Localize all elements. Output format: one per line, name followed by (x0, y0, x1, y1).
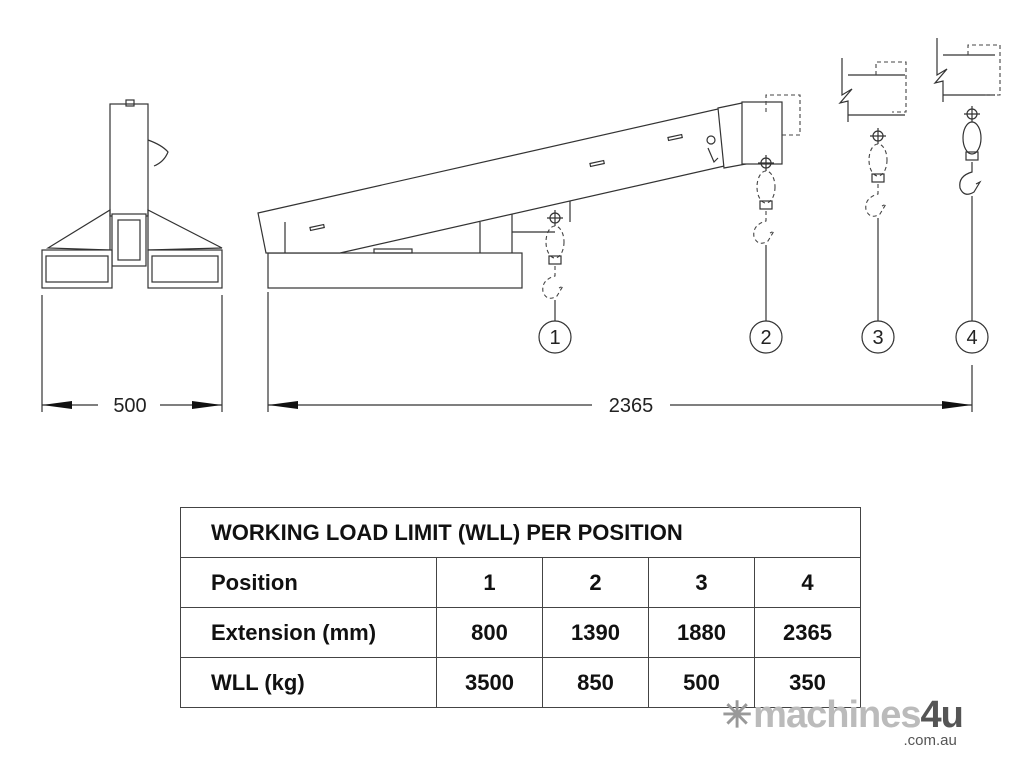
boom-break-pos4 (933, 38, 1001, 102)
front-view (41, 99, 223, 289)
position-label: 2 (760, 327, 771, 349)
watermark-brand-num: 4u (920, 694, 963, 736)
watermark-logo: ✳machines4u .com.au (722, 694, 964, 749)
cell: 1880 (648, 607, 755, 658)
snowflake-icon: ✳ (722, 694, 752, 735)
hook-icon (753, 155, 776, 244)
hooks (542, 106, 982, 299)
watermark-domain: .com.au (903, 732, 957, 749)
cell: 350 (754, 657, 861, 708)
position-circle (861, 320, 895, 354)
table-title: WORKING LOAD LIMIT (WLL) PER POSITION (180, 507, 861, 558)
cell: 500 (648, 657, 755, 708)
hook-icon (959, 106, 982, 195)
table-row: WLL (kg) 3500 850 500 350 (180, 657, 861, 708)
boom-break-pos3 (838, 58, 907, 122)
dim-width-label: 500 (113, 395, 146, 417)
cell: 3 (648, 557, 755, 608)
position-label: 1 (549, 327, 560, 349)
row-label: Position (180, 557, 437, 608)
position-circle (955, 320, 989, 354)
row-label: Extension (mm) (180, 607, 437, 658)
side-view (257, 94, 801, 289)
hook-icon (542, 210, 565, 299)
wll-table: WORKING LOAD LIMIT (WLL) PER POSITION Po… (180, 507, 861, 708)
cell: 3500 (436, 657, 543, 708)
position-markers: 1 2 3 4 (538, 196, 989, 354)
dim-length-label: 2365 (609, 395, 654, 417)
hook-icon (865, 128, 888, 217)
cell: 1 (436, 557, 543, 608)
table-row: Position 1 2 3 4 (180, 557, 861, 608)
row-label: WLL (kg) (180, 657, 437, 708)
cell: 850 (542, 657, 649, 708)
position-label: 3 (872, 327, 883, 349)
position-circle (538, 320, 572, 354)
dimension-lines: 500 2365 (41, 292, 973, 417)
cell: 800 (436, 607, 543, 658)
table-row: Extension (mm) 800 1390 1880 2365 (180, 607, 861, 658)
table-title-row: WORKING LOAD LIMIT (WLL) PER POSITION (180, 507, 861, 558)
cell: 1390 (542, 607, 649, 658)
cell: 4 (754, 557, 861, 608)
watermark-brand: machines (753, 694, 921, 736)
position-label: 4 (966, 327, 977, 349)
cell: 2365 (754, 607, 861, 658)
position-circle (749, 320, 783, 354)
cell: 2 (542, 557, 649, 608)
